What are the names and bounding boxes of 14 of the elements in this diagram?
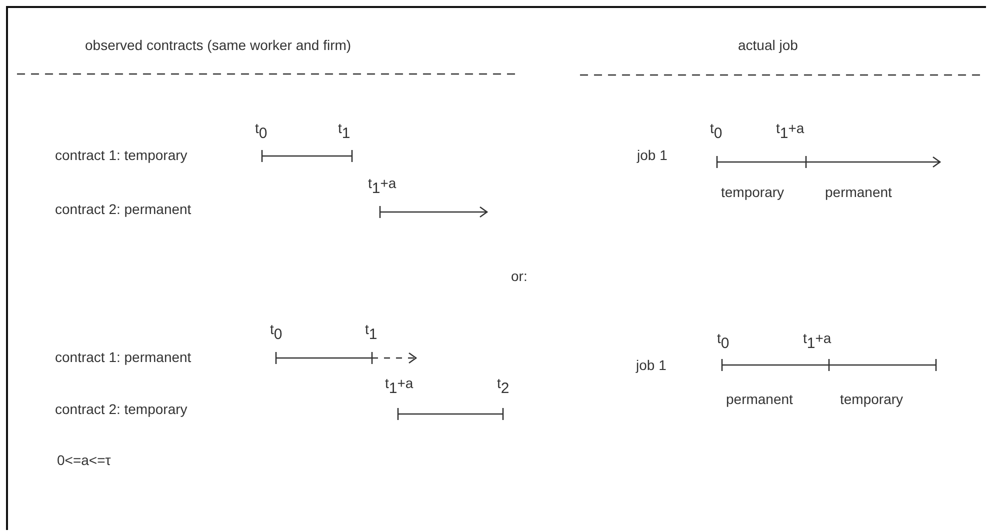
separator-text: or: — [511, 268, 528, 284]
row-label: contract 1: permanent — [55, 349, 192, 365]
constraint-note: 0<=a<=τ — [57, 452, 111, 468]
row-label: job 1 — [636, 357, 666, 373]
phase-label: temporary — [840, 391, 904, 407]
row-label: contract 1: temporary — [55, 147, 188, 163]
section-heading: observed contracts (same worker and firm) — [85, 37, 352, 53]
row-label: job 1 — [637, 147, 668, 163]
phase-label: permanent — [726, 391, 793, 407]
phase-label: permanent — [825, 184, 892, 200]
row-label: contract 2: permanent — [55, 201, 192, 217]
phase-label: temporary — [721, 184, 784, 200]
row-label: contract 2: temporary — [55, 401, 188, 417]
section-heading: actual job — [738, 37, 798, 53]
